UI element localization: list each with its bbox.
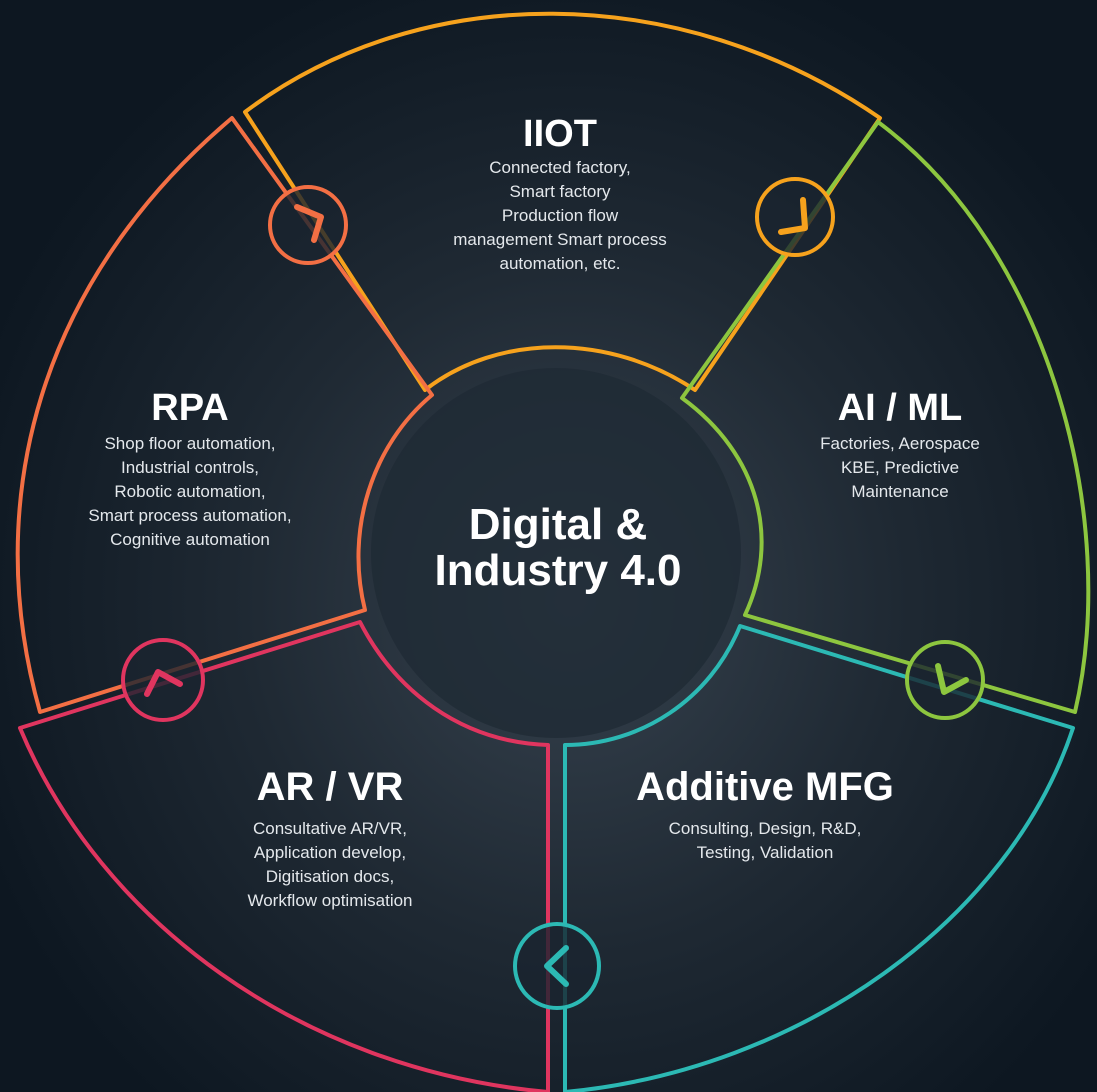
center-title-line: Industry 4.0 — [434, 546, 682, 595]
segment-title: RPA — [151, 387, 229, 429]
segment-line: Robotic automation, — [114, 482, 266, 501]
chevron-down-icon — [778, 197, 808, 235]
connector-arvr-rpa — [121, 638, 205, 722]
segment-line: Workflow optimisation — [247, 891, 413, 910]
segment-aiml: AI / ML Factories, Aerospace KBE, Predic… — [765, 386, 1035, 504]
segment-iiot: IIOT Connected factory, Smart factory Pr… — [400, 112, 720, 276]
segment-line: Cognitive automation — [110, 530, 270, 549]
segment-line: Smart process automation, — [88, 506, 292, 525]
segment-rpa: RPA Shop floor automation, Industrial co… — [40, 386, 340, 552]
segment-line: Industrial controls, — [121, 458, 259, 477]
chevron-left-icon — [544, 945, 569, 987]
connector-iiot-aiml — [755, 177, 835, 257]
segment-arc-amfg — [563, 624, 1075, 1092]
segment-line: Consulting, Design, R&D, — [668, 819, 862, 838]
segment-arc-iiot — [243, 11, 882, 392]
segment-title: IIOT — [523, 113, 597, 155]
segment-line: Consultative AR/VR, — [252, 819, 407, 838]
chevron-up-icon — [144, 669, 183, 697]
segment-title: AI / ML — [837, 387, 963, 429]
segment-title: Additive MFG — [636, 765, 894, 809]
connector-amfg-arvr — [513, 922, 601, 1010]
segment-line: KBE, Predictive — [840, 458, 960, 477]
segment-line: Factories, Aerospace — [820, 434, 980, 453]
segment-line: Testing, Validation — [696, 843, 834, 862]
segment-line: Maintenance — [851, 482, 949, 501]
connector-aiml-amfg — [905, 640, 985, 720]
segment-line: Smart factory — [509, 182, 611, 201]
segment-line: Digitisation docs, — [265, 867, 395, 886]
segment-line: management Smart process — [453, 230, 667, 249]
segment-arc-aiml — [680, 120, 1091, 714]
segment-line: automation, etc. — [499, 254, 621, 273]
segment-line: Shop floor automation, — [104, 434, 276, 453]
segment-line: Production flow — [501, 206, 619, 225]
center-title: Digital & Industry 4.0 — [383, 502, 733, 594]
chevron-down-left-icon — [935, 663, 969, 695]
segment-arc-arvr — [18, 620, 550, 1092]
segment-line: Connected factory, — [489, 158, 631, 177]
segment-arc-rpa — [15, 116, 434, 714]
center-title-line: Digital & — [468, 500, 648, 549]
segment-line: Application develop, — [253, 843, 407, 862]
segment-title: AR / VR — [256, 765, 404, 809]
segment-amfg: Additive MFG Consulting, Design, R&D, Te… — [610, 763, 920, 865]
chevron-right-icon — [294, 204, 324, 243]
center-circle — [371, 368, 741, 738]
segment-arvr: AR / VR Consultative AR/VR, Application … — [180, 763, 480, 913]
connector-iiot-rpa — [268, 185, 348, 265]
